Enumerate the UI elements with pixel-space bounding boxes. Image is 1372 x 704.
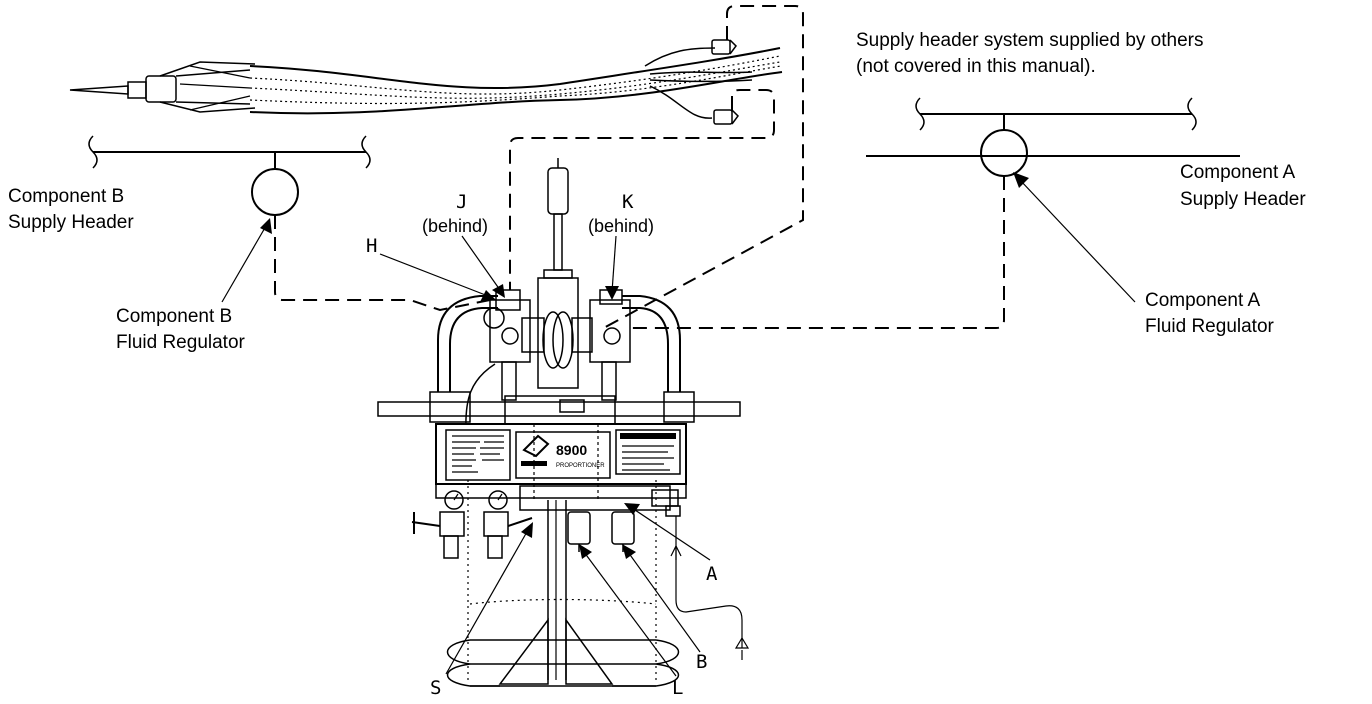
proportioner-machine: 8900 PROPORTIONER [377, 158, 750, 687]
component-b-regulator-label-line1: Component B [116, 306, 232, 327]
model-name: PROPORTIONER [556, 463, 605, 469]
callout-s: S [430, 677, 441, 699]
text-labels: Supply header system supplied by others … [8, 30, 1306, 699]
callout-k-note: (behind) [588, 216, 654, 236]
component-a-header-label-line1: Component A [1180, 162, 1295, 183]
component-a-header-label-line2: Supply Header [1180, 189, 1306, 210]
supply-note-line1: Supply header system supplied by others [856, 30, 1203, 51]
model-number: 8900 [556, 442, 587, 458]
callout-k: K [622, 191, 634, 213]
component-a-regulator-label-line2: Fluid Regulator [1145, 316, 1275, 337]
callout-a: A [706, 563, 718, 585]
callout-j: J [456, 191, 467, 213]
callout-h: H [366, 235, 377, 257]
component-b-supply-header [88, 135, 491, 312]
component-b-regulator-label-line2: Fluid Regulator [116, 332, 246, 353]
callout-j-note: (behind) [422, 216, 488, 236]
component-a-supply-header [630, 97, 1240, 329]
callout-leaders [379, 235, 711, 677]
component-b-header-label-line1: Component B [8, 186, 124, 207]
supply-note-line2: (not covered in this manual). [856, 56, 1096, 77]
spray-gun-hose-assembly [69, 5, 804, 331]
callout-b: B [696, 651, 707, 673]
component-b-header-label-line2: Supply Header [8, 212, 134, 233]
callout-l: L [672, 677, 683, 699]
component-a-regulator-label-line1: Component A [1145, 290, 1260, 311]
